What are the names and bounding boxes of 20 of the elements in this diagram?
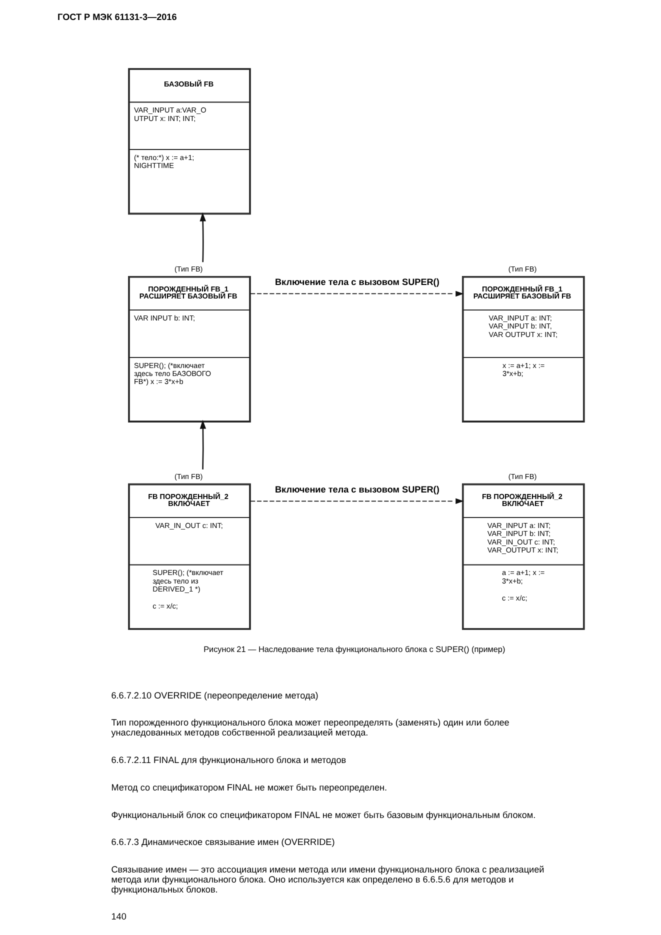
arrow <box>200 212 206 262</box>
label: 140 <box>111 912 126 922</box>
label: ГОСТ Р МЭК 61131-3—2016 <box>58 12 177 22</box>
node-label: (Тип FB) <box>174 472 203 481</box>
node-label: (Тип FB) <box>508 472 537 481</box>
arrow <box>250 290 464 297</box>
label: 6.6.7.2.10 OVERRIDE (переопределение метода) <box>111 690 318 701</box>
label: Тип порожденного функционального блока может переопределять (заменять) один или более унаследованных методов собственной реализацией метода. <box>111 717 510 738</box>
arrow <box>200 420 206 470</box>
label: Метод со спецификатором FINAL не может быть переопределен. <box>111 782 388 792</box>
label: Связывание имен — это ассоциация имени метода или имени функционального блока с реализацией метода или функционального блока. Оно используется как определено в 6.6.5.6 для методов и функциональных блоков. <box>111 864 544 894</box>
node-label: (Тип FB) <box>508 264 537 274</box>
caption: Рисунок 21 — Наследование тела функционального блока с SUPER() (пример) <box>204 644 506 654</box>
arrow <box>250 498 464 504</box>
edge-label: Включение тела с вызовом SUPER() <box>275 277 440 288</box>
label: 6.6.7.2.11 FINAL для функционального блока и методов <box>111 755 346 766</box>
edge-label: Включение тела с вызовом SUPER() <box>275 484 440 495</box>
node-label: (Тип FB) <box>174 264 203 274</box>
label: 6.6.7.3 Динамическое связывание имен (OVERRIDE) <box>111 837 335 848</box>
label: Функциональный блок со спецификатором FINAL не может быть базовым функциональным блоком. <box>111 810 536 820</box>
